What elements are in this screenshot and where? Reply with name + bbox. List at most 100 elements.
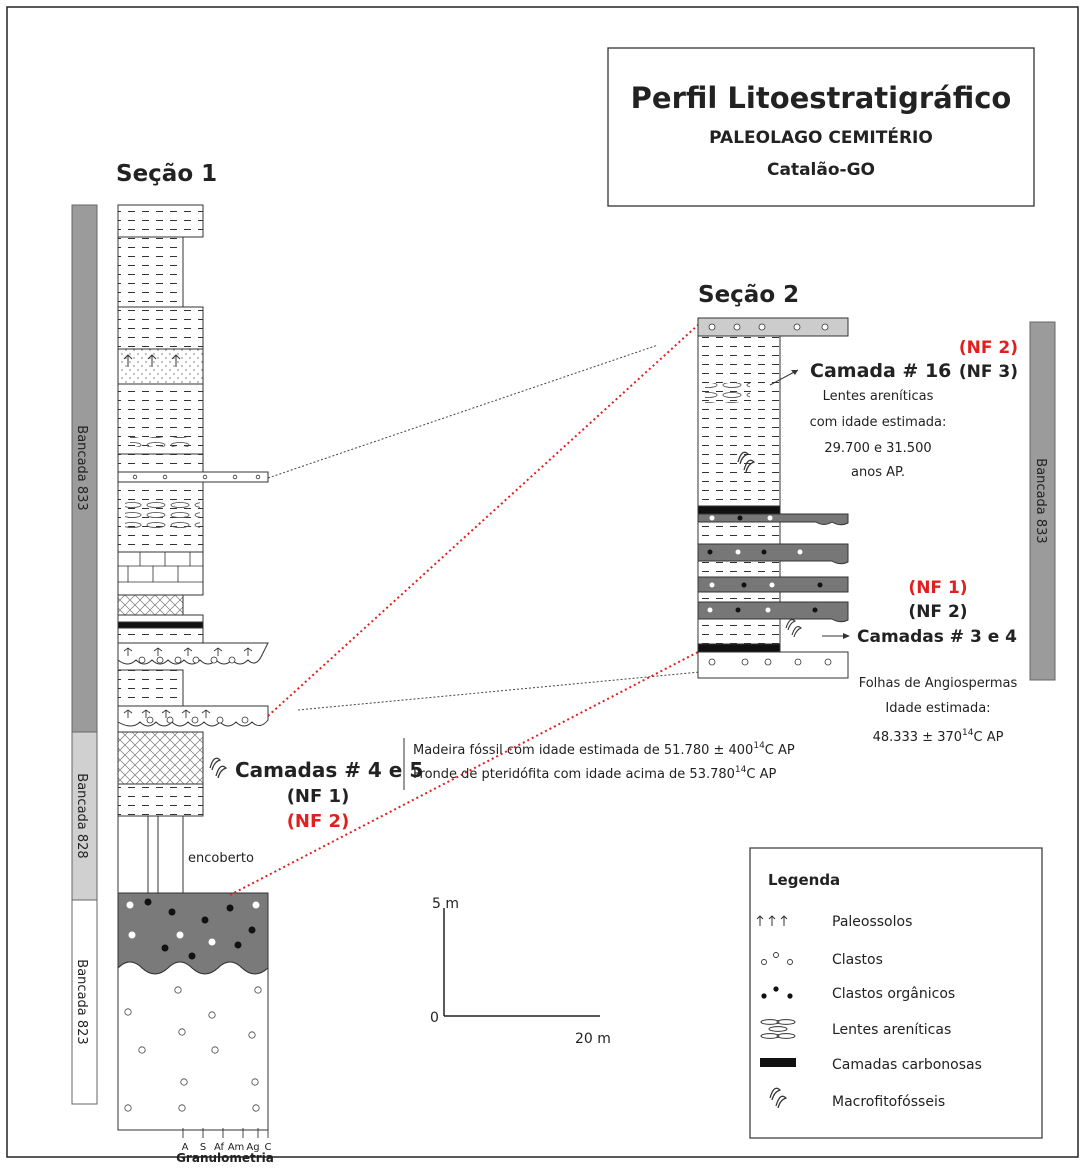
legend-label-carbonaceous: Camadas carbonosas <box>832 1057 982 1073</box>
layer-shale <box>697 560 781 578</box>
svg-text:Madeira fóssil com idade estim: Madeira fóssil com idade estimada de 51.… <box>413 741 795 758</box>
section1-age-notes: Madeira fóssil com idade estimada de 51.… <box>413 741 795 782</box>
svg-text:29.700 e 31.500: 29.700 e 31.500 <box>824 441 931 456</box>
carbonaceous-layers-icon <box>760 1058 796 1067</box>
svg-text:anos AP.: anos AP. <box>851 465 905 480</box>
correlation-lines <box>229 324 701 896</box>
layer-shale-top <box>117 204 204 238</box>
legend-label-clasts: Clastos <box>832 952 883 968</box>
layer-limestone <box>117 551 204 596</box>
layer-shale <box>117 669 184 707</box>
section1-nf2: (NF 2) <box>287 811 350 832</box>
organic-clasts <box>126 898 260 960</box>
section2-upper-nf-black: (NF 3) <box>959 362 1018 382</box>
legend-label-organic-clasts: Clastos orgânicos <box>832 986 955 1002</box>
scale-x-label: 20 m <box>575 1031 611 1047</box>
legend: Legenda Paleossolos Clastos Clastos orgâ… <box>749 847 1043 1139</box>
bancada-833-label: Bancada 833 <box>74 425 89 510</box>
layer-shale <box>117 306 204 350</box>
paleosol-icon <box>756 915 788 926</box>
layer-shale <box>117 236 184 308</box>
layer-shale-3-4 <box>697 618 781 645</box>
section2-lower-nf-black: (NF 2) <box>908 602 967 622</box>
section2-lower-nf-red: (NF 1) <box>908 578 967 598</box>
sandstone-lenses <box>705 383 750 403</box>
clasts <box>124 986 262 1112</box>
svg-text:Idade estimada:: Idade estimada: <box>885 701 990 716</box>
title-box: Perfil Litoestratigráfico PALEOLAGO CEMI… <box>607 47 1035 207</box>
encoberto-label: encoberto <box>188 851 254 866</box>
layer-conglomerate <box>117 961 269 1131</box>
layer-carbonaceous <box>117 621 204 629</box>
section2-upper-layer: Camada # 16 <box>810 360 951 382</box>
bancada-828-label: Bancada 828 <box>74 773 89 858</box>
clasts <box>132 474 261 480</box>
svg-text:Fronde de pteridófita com idad: Fronde de pteridófita com idade acima de… <box>413 765 776 782</box>
legend-label-paleosols: Paleossolos <box>832 914 912 930</box>
layer-shale-16 <box>697 335 781 507</box>
subtitle: PALEOLAGO CEMITÉRIO <box>709 126 933 148</box>
layer-clast-base <box>697 651 849 679</box>
scale-bar: 5 m 0 20 m <box>430 896 611 1047</box>
bancada-823-bar <box>71 899 98 1105</box>
svg-text:com idade estimada:: com idade estimada: <box>810 415 947 430</box>
layer-paleosol-clasts-2 <box>117 705 269 727</box>
section2-title: Seção 2 <box>698 282 799 308</box>
section1-title: Seção 1 <box>116 161 217 187</box>
svg-text:Folhas de Angiospermas: Folhas de Angiospermas <box>859 676 1018 691</box>
layer-sand-paleosol <box>117 348 204 385</box>
macrofossil-icon <box>785 619 802 638</box>
svg-text:S: S <box>200 1142 206 1153</box>
layer-cross-hatched <box>117 594 184 616</box>
section2-bancada-label: Bancada 833 <box>1033 458 1048 543</box>
layer-organic-clasts <box>697 513 849 526</box>
macrofossil-icon <box>737 451 756 473</box>
title: Perfil Litoestratigráfico <box>631 81 1012 115</box>
layer-carbonaceous <box>697 643 781 653</box>
granulometry-ticks: A S Af Am Ag C <box>182 1142 272 1153</box>
svg-text:C: C <box>265 1142 272 1153</box>
legend-label-macrofossils: Macrofitofósseis <box>832 1094 945 1110</box>
organic-clasts-icon <box>761 986 793 999</box>
sandstone-lenses <box>130 437 190 447</box>
macrofossil-icon <box>209 757 228 779</box>
layer-clast-tongue <box>117 471 269 483</box>
section1-bancada-bars: Bancada 833 Bancada 828 Bancada 823 <box>71 204 98 1105</box>
svg-text:Am: Am <box>228 1142 245 1153</box>
layer-organic-clasts <box>117 892 269 975</box>
sandstone-lenses <box>125 500 200 530</box>
covered-interval <box>147 816 184 893</box>
layer-shale <box>117 783 204 817</box>
legend-label-sandstone-lenses: Lentes areníticas <box>832 1022 951 1038</box>
scale-y-label: 5 m <box>432 896 459 912</box>
location-label: Catalão-GO <box>767 160 875 180</box>
svg-text:Af: Af <box>214 1142 224 1153</box>
macrofossil-icon <box>769 1087 788 1109</box>
svg-text:48.333 ± 37014C AP: 48.333 ± 37014C AP <box>873 728 1004 745</box>
layer-carbonaceous <box>697 505 781 515</box>
sandstone-lenses-icon <box>760 1019 796 1039</box>
layer-organic-clasts <box>697 601 849 623</box>
bancada-828-bar <box>71 731 98 901</box>
section1-layers-label: Camadas # 4 e 5 <box>235 758 423 782</box>
granulometry-label: Granulometria <box>176 1151 274 1164</box>
section2-lower-desc: Folhas de Angiospermas Idade estimada: 4… <box>859 676 1018 745</box>
layer-shale <box>697 591 781 603</box>
legend-title: Legenda <box>768 871 840 889</box>
section2-column <box>697 317 849 679</box>
layer-shale <box>117 453 204 473</box>
layer-shale <box>117 627 204 644</box>
layer-cross-hatched-4-5 <box>117 731 204 785</box>
section2-lower-layer: Camadas # 3 e 4 <box>857 627 1017 647</box>
bancada-823-label: Bancada 823 <box>74 959 89 1044</box>
section2-upper-nf-red: (NF 2) <box>959 338 1018 358</box>
paleosol-roots <box>123 354 181 367</box>
layer-organic-clasts <box>697 543 849 565</box>
layer-shale <box>697 521 781 545</box>
section2-upper-desc: Lentes areníticas com idade estimada: 29… <box>810 389 947 480</box>
svg-text:Lentes areníticas: Lentes areníticas <box>823 389 934 404</box>
svg-text:Ag: Ag <box>246 1142 259 1153</box>
section1-column <box>117 204 269 1138</box>
